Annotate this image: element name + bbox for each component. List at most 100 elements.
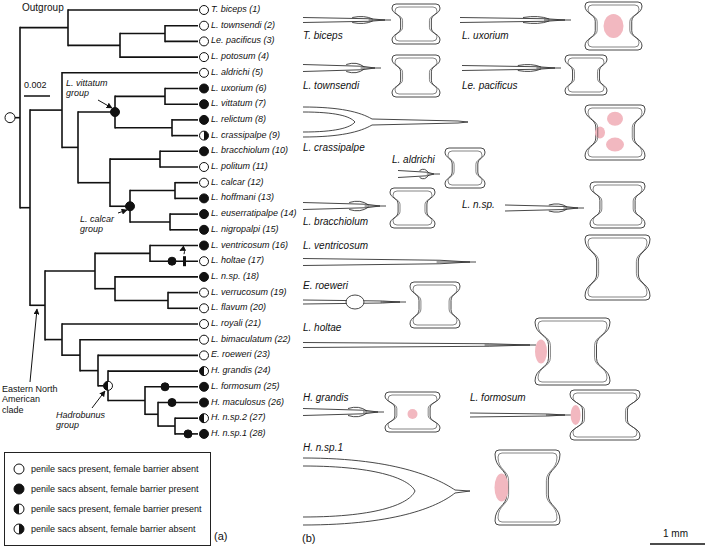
figure-label: Eastern North American clade xyxy=(2,384,60,415)
operculum-outline xyxy=(590,182,645,228)
tree-branch xyxy=(45,339,62,341)
operculum-inner xyxy=(573,393,637,437)
tree-branch xyxy=(175,198,198,200)
penis-drawing xyxy=(303,295,406,309)
figure-label: E. roeweri xyxy=(303,280,348,292)
legend-text: penile sacs absent, female barrier prese… xyxy=(31,484,199,494)
penis-drawing xyxy=(303,343,536,348)
genital-operculum xyxy=(390,188,435,228)
figure-label: 1 mm xyxy=(663,528,688,540)
penis-drawing xyxy=(460,17,571,24)
tree-branch xyxy=(97,355,99,385)
state-circle xyxy=(200,194,209,203)
operculum-inner xyxy=(395,7,437,41)
tip-state xyxy=(200,398,209,407)
female-barrier xyxy=(604,14,624,38)
tree-branch xyxy=(130,221,170,223)
tree-branch xyxy=(108,400,145,402)
tip-state xyxy=(200,335,209,344)
scale-bar xyxy=(24,95,50,97)
operculum-outline xyxy=(535,318,610,385)
tree-branch xyxy=(114,277,116,301)
operculum-outline xyxy=(410,282,460,328)
tip-state xyxy=(200,53,209,62)
tree-branch xyxy=(130,190,175,192)
state-symbols xyxy=(5,6,209,439)
figure-label: H. n.sp.1 xyxy=(303,442,343,454)
penis-drawing xyxy=(303,458,470,525)
penis-outline xyxy=(303,458,470,525)
tree-branch xyxy=(172,119,198,121)
figure-label: Le. pacificus xyxy=(462,80,518,92)
figure-label: L. crassipalpe xyxy=(303,142,365,154)
tree-branch xyxy=(119,34,121,58)
penis-stylus xyxy=(546,415,571,416)
legend-symbol xyxy=(14,484,24,494)
state-circle xyxy=(14,504,24,514)
state-circle xyxy=(200,241,209,250)
legend-item: penile sacs absent, female barrier prese… xyxy=(13,479,202,499)
tree-branch xyxy=(110,158,160,160)
legend-text: penile sacs present, female barrier pres… xyxy=(31,504,202,514)
penis-fork xyxy=(420,169,429,179)
penis-drawing xyxy=(470,413,571,417)
state-circle xyxy=(200,37,209,46)
tip-state xyxy=(200,304,209,313)
state-circle xyxy=(200,320,209,329)
figure-label: L. uxorium xyxy=(462,30,509,42)
taxon-label: L. bracchiolum (10) xyxy=(211,145,288,155)
tip-state xyxy=(200,131,209,140)
state-circle xyxy=(14,484,24,494)
penis-stylus xyxy=(544,20,571,21)
taxon-label: L. nigropalpi (15) xyxy=(211,224,279,234)
tree-branch xyxy=(168,292,198,294)
penis-glans xyxy=(346,295,364,309)
penis-stylus xyxy=(536,68,561,69)
penis-stylus xyxy=(365,206,386,207)
tree-branch xyxy=(174,418,176,434)
tree-branch xyxy=(170,213,198,215)
state-circle xyxy=(168,399,176,407)
genital-operculum xyxy=(392,55,440,97)
tree-branch xyxy=(62,72,198,74)
state-circle xyxy=(200,131,209,140)
tree-branch xyxy=(77,112,79,183)
tree-branch xyxy=(149,246,151,262)
figure-label: L. formosum xyxy=(470,392,526,404)
female-barrier xyxy=(606,138,624,152)
penis-drawing xyxy=(303,107,468,137)
genital-operculum xyxy=(565,55,607,95)
branch-state xyxy=(168,257,176,265)
penis-fork xyxy=(549,204,567,212)
genital-operculum xyxy=(590,182,645,228)
tree-branch xyxy=(157,403,159,427)
tree-branch xyxy=(172,135,198,137)
tree-branch xyxy=(164,26,166,42)
taxon-label: H. grandis (24) xyxy=(211,365,271,375)
state-circle xyxy=(200,257,209,266)
tree-branch xyxy=(169,214,171,230)
penis-drawing xyxy=(505,204,584,212)
female-barrier xyxy=(535,340,547,364)
tip-state xyxy=(200,163,209,172)
figure-label: L. n.sp. xyxy=(462,199,495,211)
tip-state xyxy=(200,84,209,93)
penis-stylus xyxy=(369,20,391,21)
tip-state xyxy=(200,178,209,187)
state-circle xyxy=(14,524,24,534)
tree-branch xyxy=(30,109,62,111)
genital-operculum xyxy=(392,4,440,44)
tree-branch xyxy=(120,56,198,58)
taxon-label: L. royali (21) xyxy=(211,318,261,328)
penis-stylus xyxy=(363,412,384,413)
taxon-label: L. relictum (8) xyxy=(211,114,266,124)
half-fill xyxy=(104,381,109,390)
tree-branch xyxy=(79,340,81,371)
state-circle xyxy=(200,115,209,124)
tree-branch xyxy=(44,271,46,340)
state-circle xyxy=(168,257,176,265)
tree-branch xyxy=(150,245,198,247)
genital-operculum xyxy=(410,282,460,328)
tree-branch xyxy=(62,323,198,325)
operculum-inner xyxy=(393,191,432,225)
